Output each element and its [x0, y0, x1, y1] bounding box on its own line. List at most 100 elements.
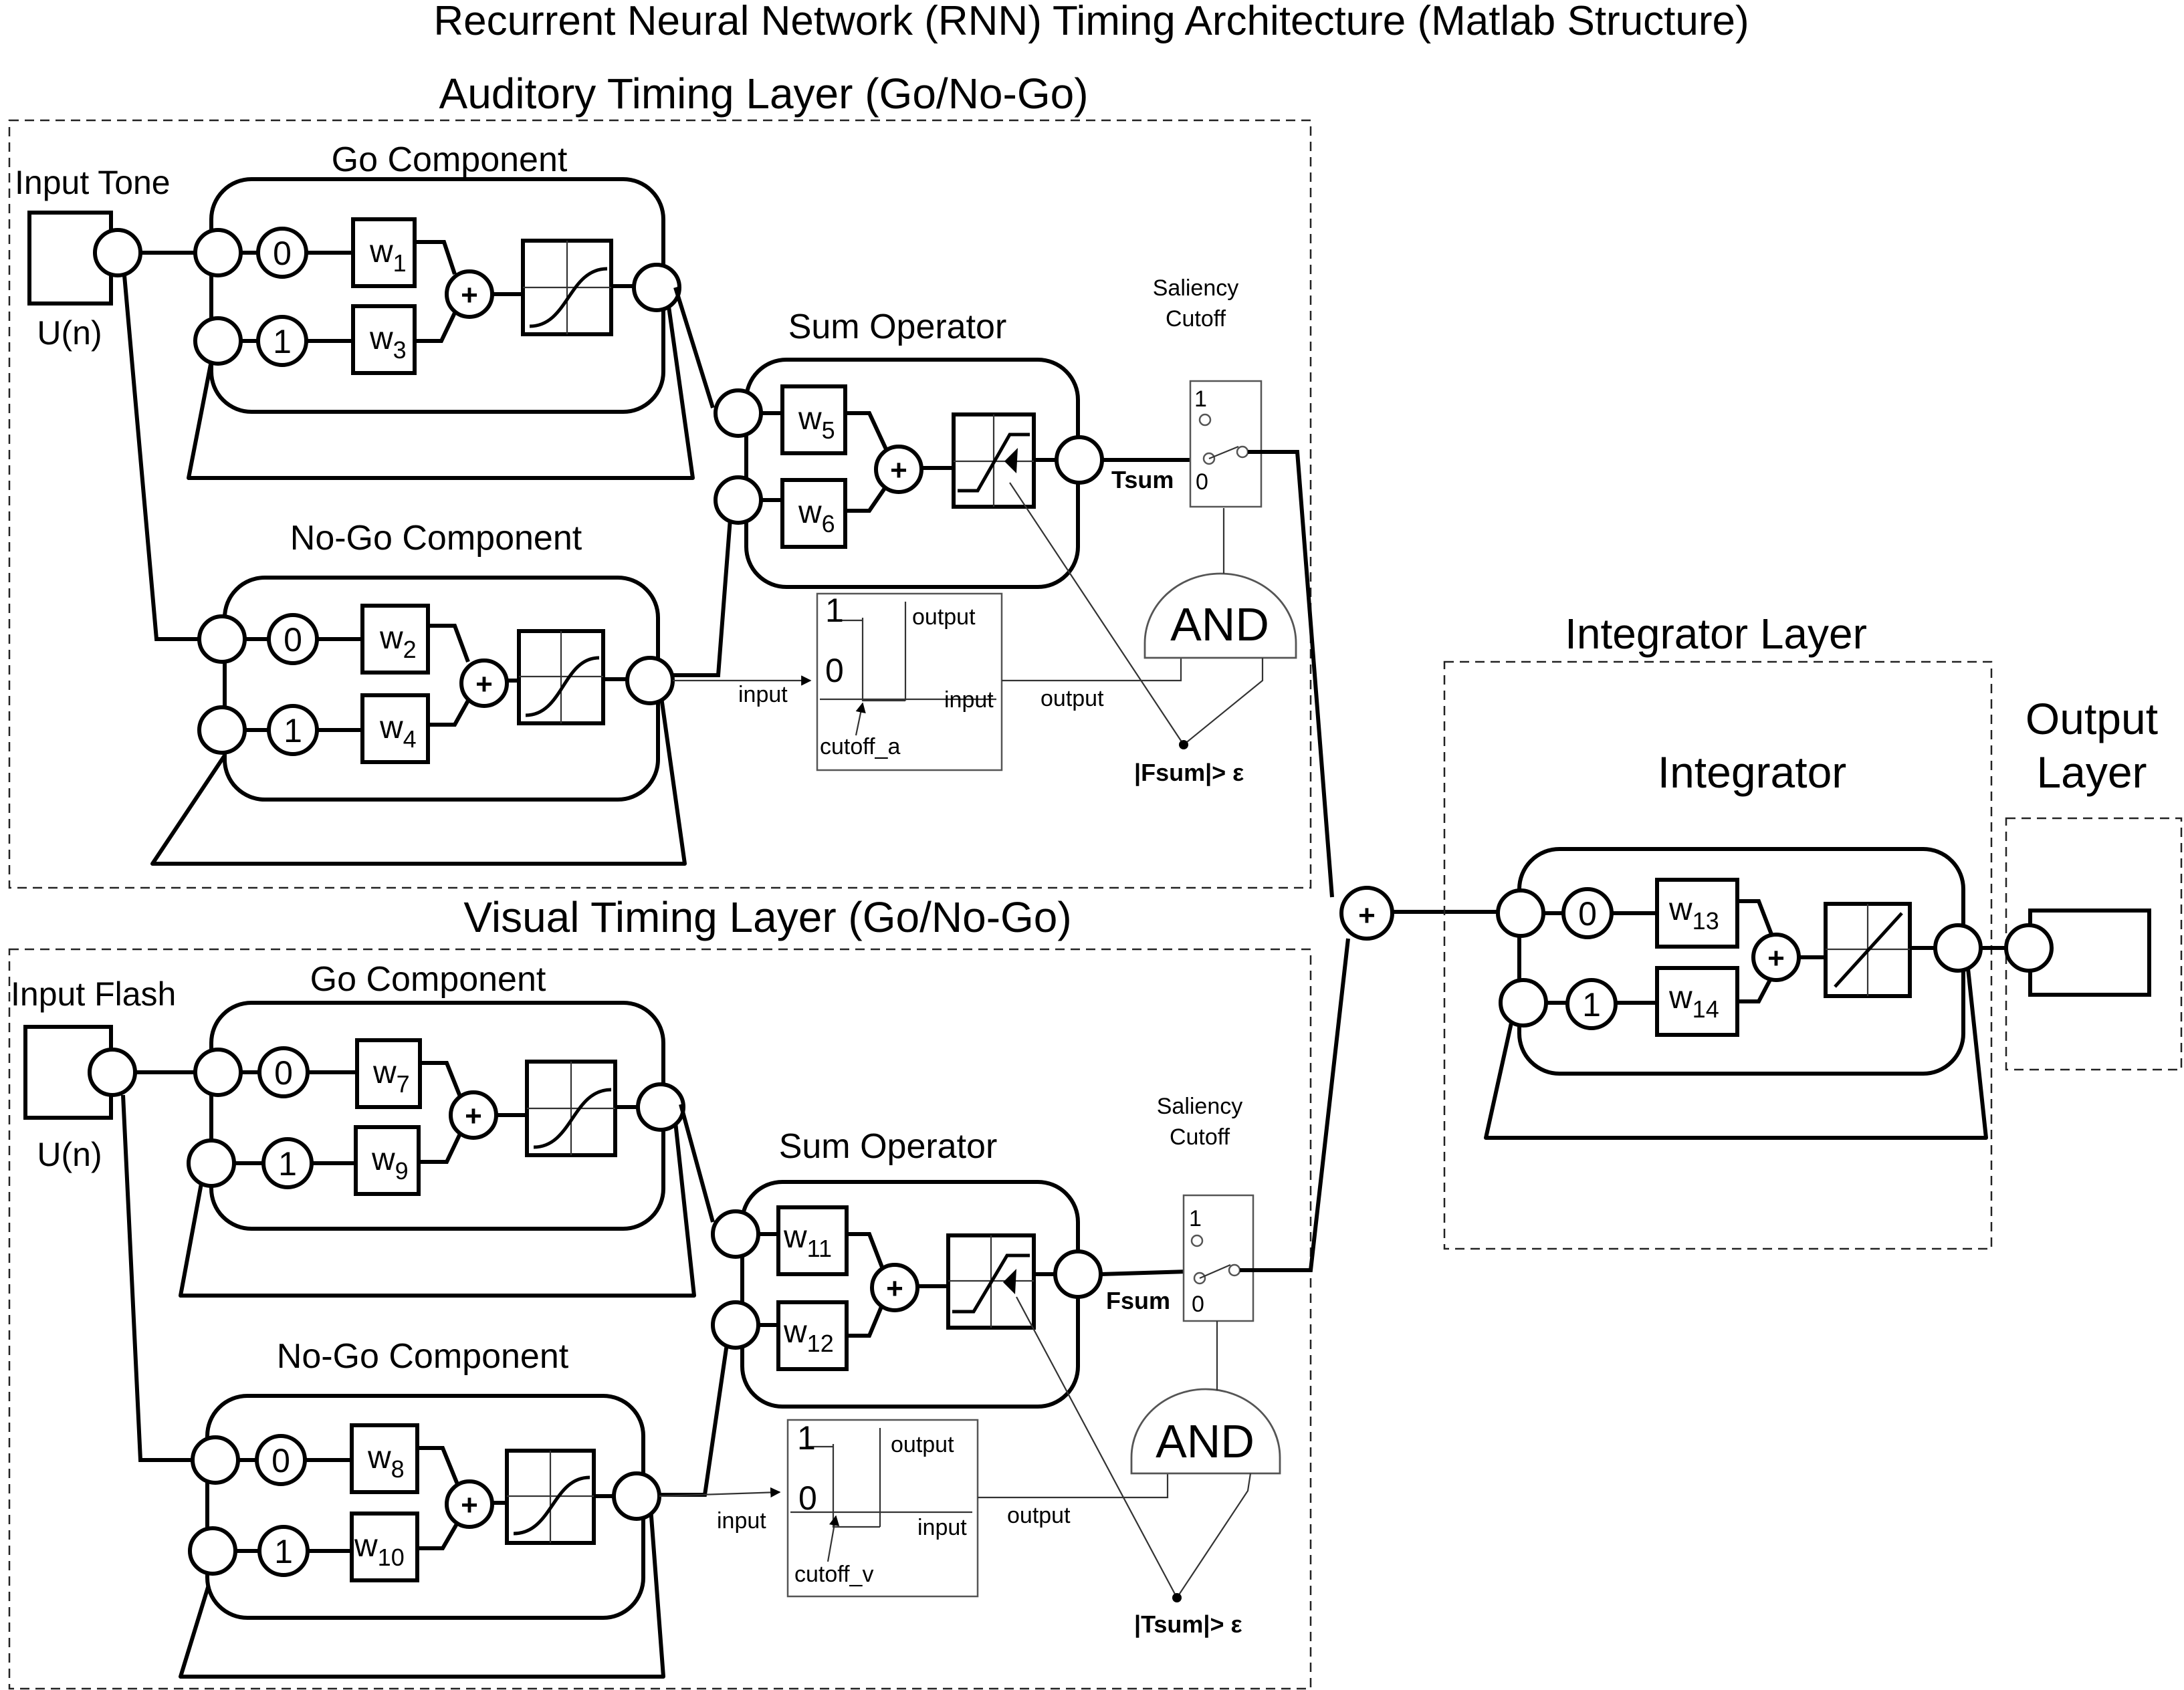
wire — [121, 1094, 193, 1462]
node-1 — [256, 315, 308, 367]
input-port — [711, 1300, 760, 1350]
and-gate-label: AND — [1156, 1415, 1254, 1467]
sigmoid-curve — [529, 267, 608, 328]
wire — [758, 1232, 778, 1327]
weight-label: w12 — [783, 1314, 834, 1357]
wire — [1248, 450, 1334, 898]
input-port — [193, 1048, 243, 1097]
sigmoid-curve — [525, 656, 600, 717]
cutoff-one: 1 — [797, 1419, 816, 1457]
diagram-title: Recurrent Neural Network (RNN) Timing Ar… — [433, 0, 1749, 44]
wire — [1737, 899, 1826, 1003]
sum-operator-label: Sum Operator — [788, 308, 1007, 346]
cutoff-step — [790, 1428, 972, 1528]
cutoff-one: 1 — [825, 592, 844, 629]
and-gate-shape — [1143, 572, 1297, 659]
cutoff-threshold-label: cutoff_v — [794, 1562, 873, 1587]
wire — [235, 1458, 352, 1553]
node-label: 0 — [271, 1442, 290, 1479]
plus-symbol: + — [886, 1272, 903, 1305]
input-port — [193, 228, 243, 277]
weight-w6 — [780, 478, 847, 549]
switch-position-0: 0 — [1196, 469, 1208, 495]
visual-timing-layer: Visual Timing Layer (Go/No-Go) Input Fla… — [8, 893, 1350, 1690]
input-port — [711, 1209, 760, 1259]
cutoff-zero: 0 — [798, 1479, 817, 1517]
node-label: 1 — [274, 1533, 293, 1570]
input-port — [714, 475, 763, 525]
saliency-label: Cutoff — [1166, 306, 1226, 332]
threshold-pointer — [827, 1515, 840, 1562]
plus-symbol: + — [461, 279, 478, 312]
weight-label: w8 — [367, 1440, 405, 1483]
sigmoid-curve — [513, 1475, 590, 1536]
node-0 — [257, 1046, 310, 1098]
saliency-label: Saliency — [1153, 275, 1239, 301]
and-gate-shape — [1130, 1388, 1281, 1475]
node-label: 1 — [1582, 986, 1601, 1023]
cutoff-input-arrow — [659, 1487, 781, 1498]
output-port — [1055, 435, 1104, 485]
node-0 — [256, 227, 308, 279]
node-label: 1 — [278, 1145, 297, 1183]
wire — [659, 1330, 731, 1497]
recurrent-port — [187, 1138, 236, 1188]
integrator-layer-title: Integrator Layer — [1565, 610, 1867, 658]
cutoff-input-axis: input — [944, 687, 994, 713]
weight-w4 — [360, 693, 430, 764]
recurrent-port — [1499, 978, 1548, 1028]
cutoff-threshold-label: cutoff_a — [820, 734, 900, 759]
visual-nogo-component: No-Go Component 0 1 w8 w10 + — [179, 1337, 665, 1679]
wire — [1100, 1270, 1188, 1276]
weight-w14 — [1655, 966, 1739, 1037]
activation-axes — [519, 631, 603, 723]
activation-axes — [507, 1451, 594, 1543]
go-component-label: Go Component — [332, 140, 568, 179]
sum-node — [874, 445, 923, 494]
wire — [245, 637, 362, 732]
cutoff-input-axis: input — [917, 1515, 967, 1540]
weight-w11 — [776, 1205, 849, 1276]
wire — [1009, 482, 1264, 745]
visual-input-port — [88, 1048, 137, 1097]
visual-input-signal: U(n) — [37, 1136, 102, 1173]
cutoff-zero: 0 — [825, 652, 844, 689]
threshold-pointer — [855, 702, 866, 736]
weight-w2 — [360, 604, 430, 675]
auditory-cutoff-function: 1 0 output input cutoff_a — [816, 592, 1003, 771]
plus-symbol: + — [461, 1489, 478, 1522]
plus-symbol: + — [1358, 899, 1376, 932]
visual-cutoff-function: 1 0 output input cutoff_v — [786, 1419, 979, 1598]
input-port — [197, 614, 247, 664]
wire — [673, 287, 715, 408]
switch-contact — [1236, 445, 1249, 459]
node-label: 1 — [284, 712, 302, 749]
weight-w8 — [350, 1423, 419, 1494]
wire — [1002, 658, 1182, 682]
nogo-component-label: No-Go Component — [277, 1337, 569, 1376]
visual-saliency-cutoff: Saliency Cutoff 1 0 — [1157, 1094, 1254, 1322]
wire — [1240, 938, 1350, 1272]
node-1 — [1565, 978, 1618, 1030]
wire — [845, 411, 954, 513]
input-port — [1496, 888, 1545, 938]
switch-contact — [1198, 413, 1212, 427]
visual-input-label: Input Flash — [11, 975, 176, 1013]
auditory-input-label: Input Tone — [15, 164, 171, 201]
visual-and-gate: AND — [1130, 1388, 1281, 1475]
activation-axes — [527, 1062, 615, 1155]
node-0 — [267, 613, 319, 665]
auditory-and-gate: AND — [1143, 572, 1297, 659]
wire — [241, 251, 353, 343]
wire — [417, 1446, 507, 1550]
output-port — [1053, 1249, 1103, 1299]
sum-node — [1751, 933, 1801, 982]
output-port — [612, 1471, 661, 1521]
nogo-component-label: No-Go Component — [290, 519, 582, 558]
output-port — [625, 656, 675, 705]
input-port — [191, 1435, 240, 1485]
wire — [415, 240, 523, 343]
cutoff-input-label: input — [717, 1508, 766, 1534]
condition-label: |Fsum|> ε — [1134, 759, 1244, 787]
sum-node — [870, 1263, 919, 1312]
